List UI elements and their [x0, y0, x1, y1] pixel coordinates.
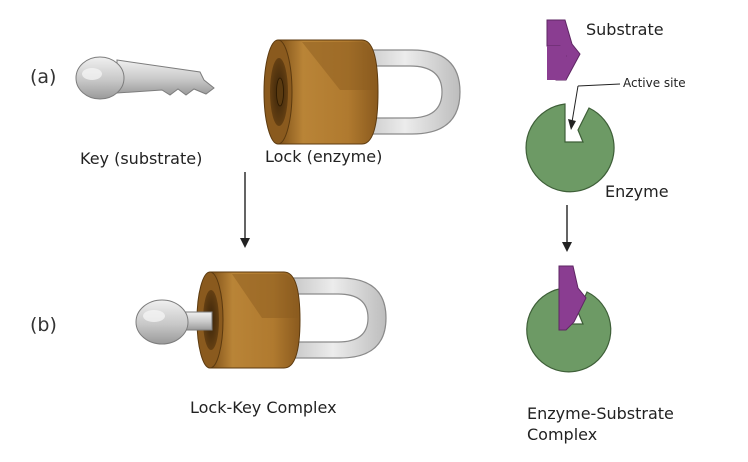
- enzyme-shape-icon: [525, 103, 615, 193]
- active-site-label: Active site: [623, 76, 686, 90]
- enzyme-label: Enzyme: [605, 182, 669, 201]
- lock-label: Lock (enzyme): [265, 147, 383, 166]
- panel-label-b: (b): [30, 314, 57, 336]
- es-complex-label-line1: Enzyme-Substrate: [527, 404, 674, 423]
- active-site-pointer-icon: [568, 83, 621, 130]
- key-label: Key (substrate): [80, 149, 203, 168]
- key-substrate-icon: [75, 56, 215, 100]
- es-complex-label-line2: Complex: [527, 425, 598, 444]
- arrow-down-right-icon: [562, 205, 572, 252]
- substrate-label: Substrate: [586, 20, 664, 39]
- lock-enzyme-icon: [263, 39, 461, 145]
- panel-label-a: (a): [30, 66, 57, 88]
- lock-key-complex-icon: [135, 271, 387, 369]
- enzyme-substrate-complex-icon: [526, 265, 612, 373]
- substrate-shape-icon: [546, 19, 581, 81]
- arrow-down-left-icon: [240, 172, 250, 248]
- lock-key-complex-label: Lock-Key Complex: [190, 398, 337, 417]
